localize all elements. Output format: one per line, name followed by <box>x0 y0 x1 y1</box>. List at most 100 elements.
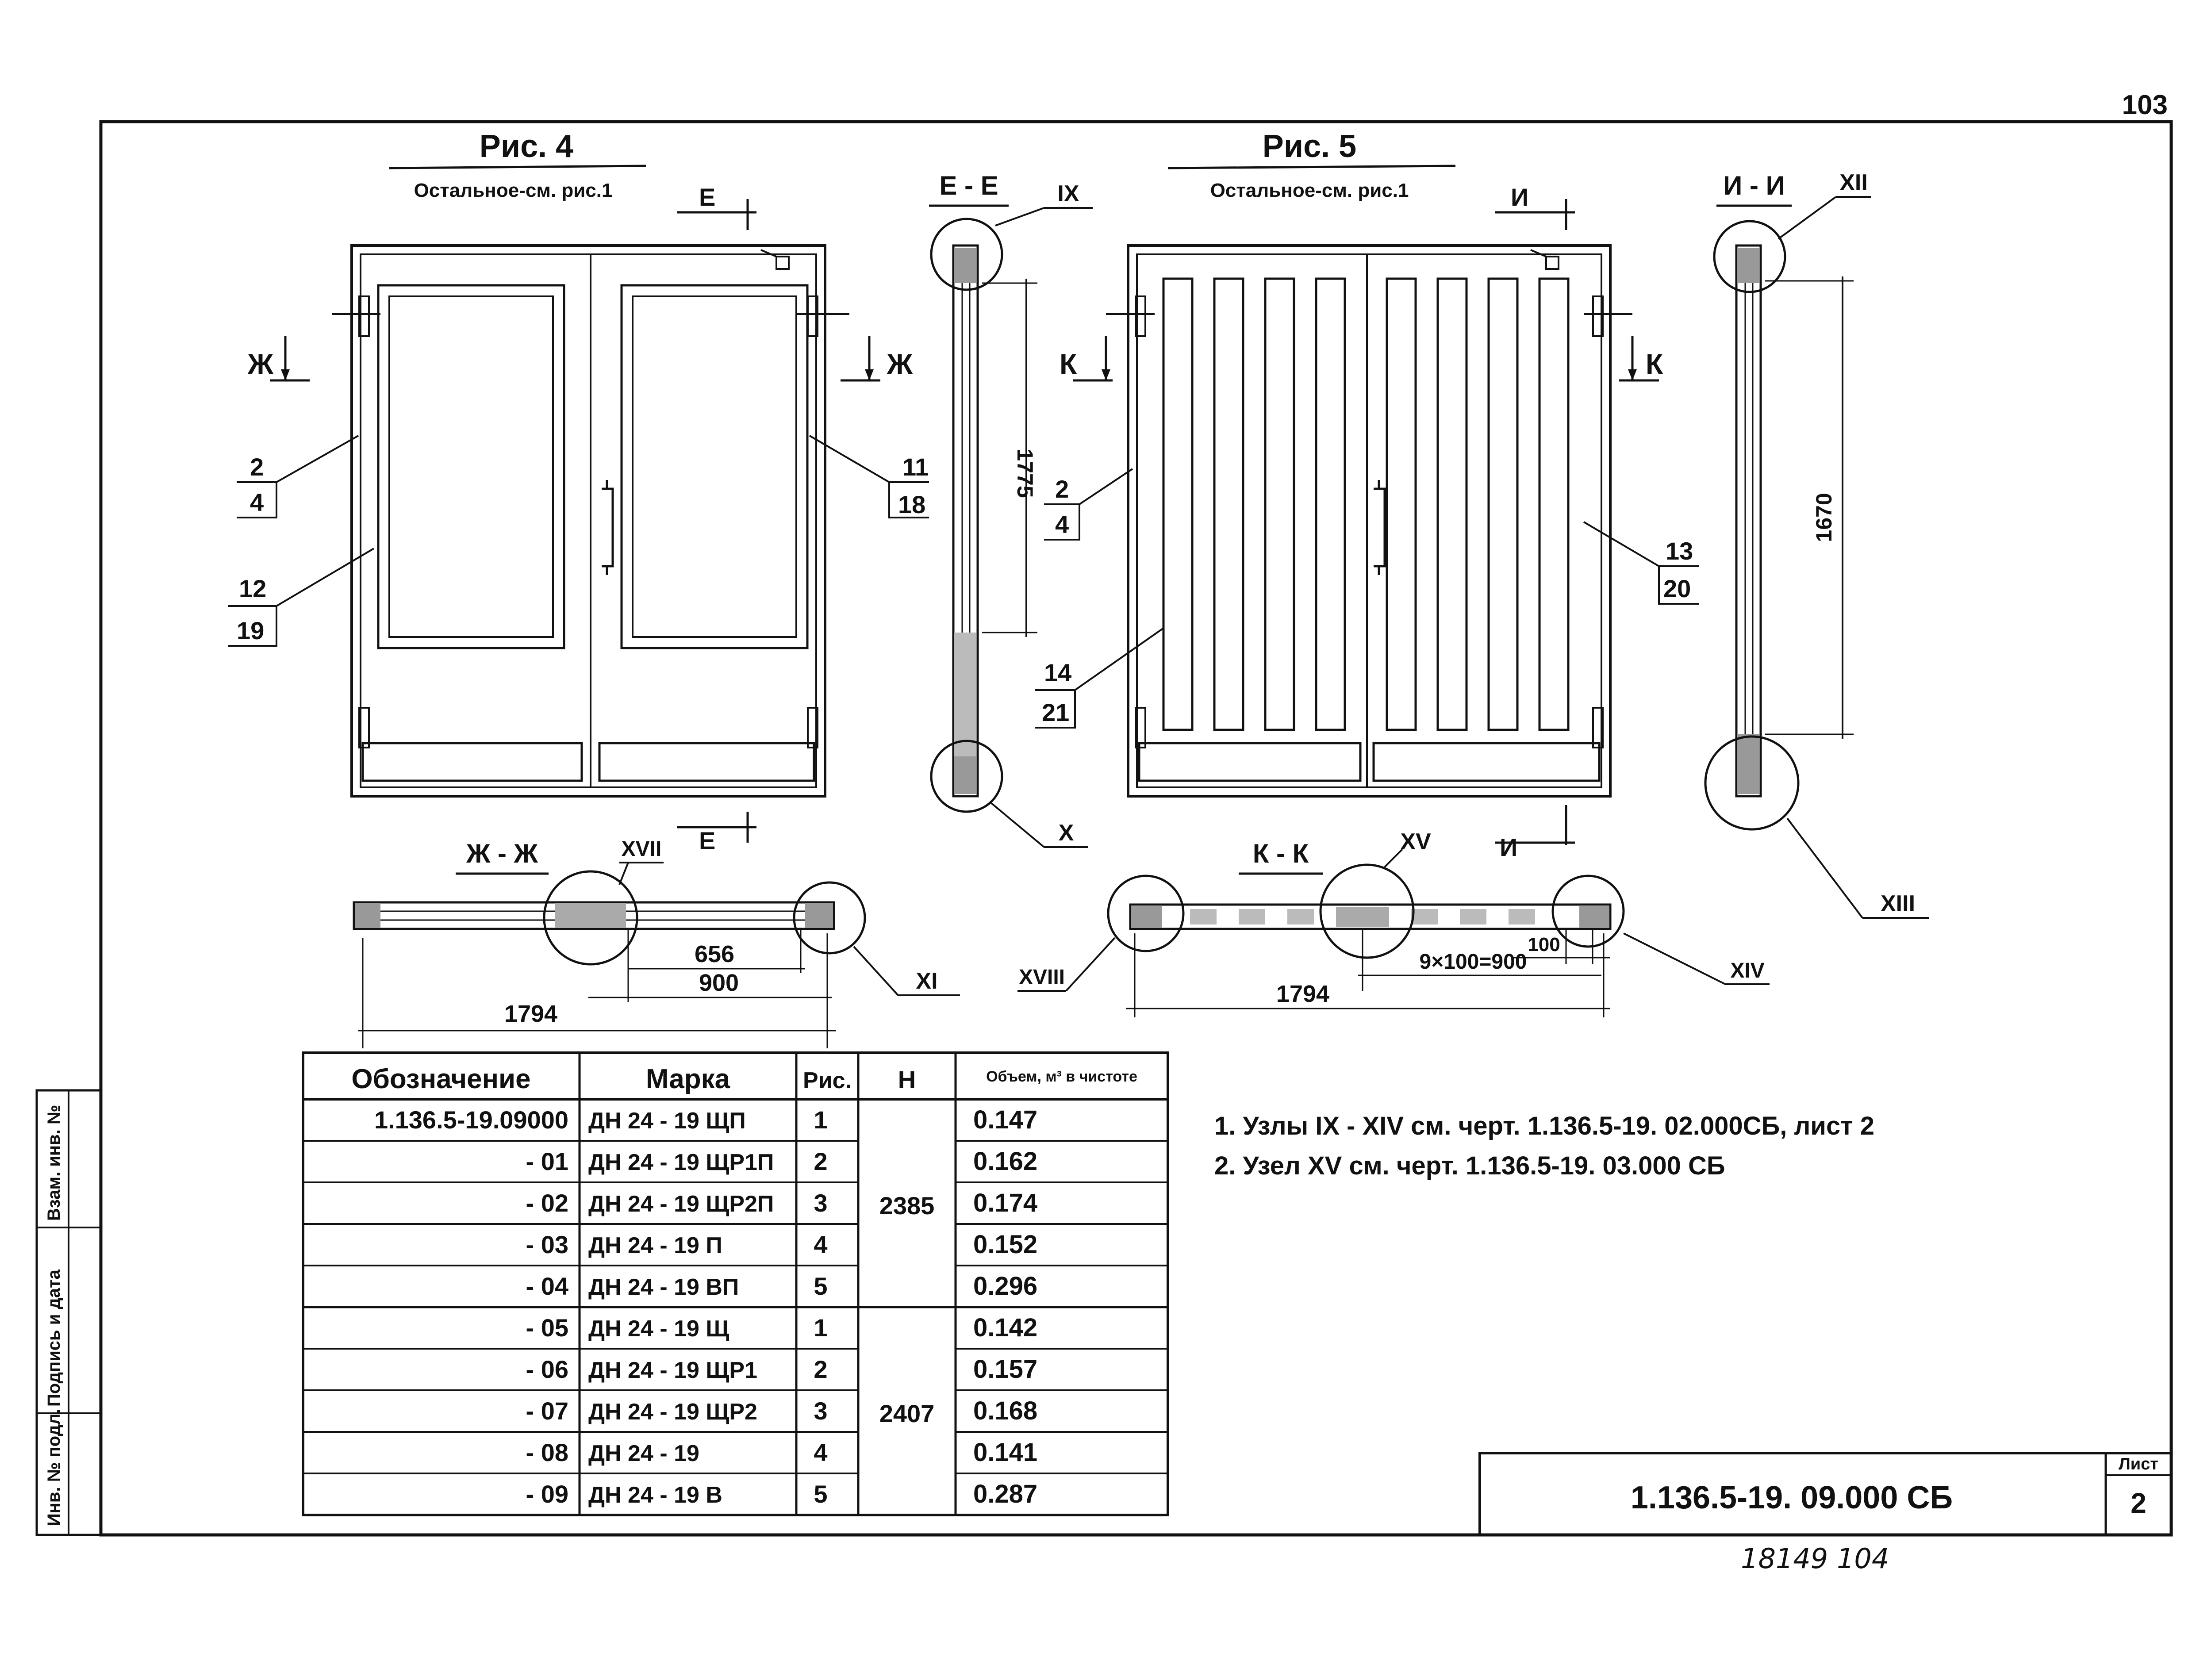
callout-fig4-lb-top: 12 <box>239 575 266 602</box>
cell-mark: ДН 24 - 19 ВП <box>588 1274 739 1300</box>
title-block-sheet-label: Лист <box>2119 1455 2158 1473</box>
callout-fig4-r-bottom: 18 <box>898 491 925 518</box>
dim-ii-1670: 1670 <box>1812 493 1836 542</box>
table-header-fig: Рис. <box>803 1068 852 1093</box>
cell-mark: ДН 24 - 19 ЩП <box>588 1108 746 1134</box>
node-xv: XV <box>1400 829 1431 855</box>
cell-fig: 2 <box>814 1147 827 1175</box>
title-block: 1.136.5-19. 09.000 СБ Лист 2 <box>1478 1452 2173 1536</box>
node-ix: IX <box>1057 181 1079 207</box>
table-header-volume: Объем, м³ в чистоте <box>986 1068 1137 1085</box>
dim-zh-900: 900 <box>699 970 739 996</box>
cell-fig: 2 <box>814 1355 827 1383</box>
stamp-podpis: Подпись и дата <box>44 1269 64 1407</box>
fig4-section-zh-left: Ж <box>247 348 274 380</box>
cell-fig: 5 <box>814 1480 827 1508</box>
cell-fig: 1 <box>814 1106 827 1134</box>
side-stamp: Инв. № подл. Подпись и дата Взам. инв. № <box>35 1089 102 1536</box>
cell-volume: 0.142 <box>973 1313 1037 1342</box>
table-h-group1: 2385 <box>879 1192 935 1220</box>
dim-k-100: 100 <box>1528 934 1560 955</box>
fig5-section-i-top: И <box>1511 183 1528 211</box>
dim-ee-1775: 1775 <box>1013 449 1037 498</box>
node-xiv: XIV <box>1730 959 1764 982</box>
dim-zh-656: 656 <box>695 941 734 967</box>
fig4-section-zh-right: Ж <box>887 348 913 380</box>
fig4-title: Рис. 4 <box>480 129 573 164</box>
cell-designation: - 08 <box>526 1438 569 1466</box>
cell-mark: ДН 24 - 19 Щ <box>588 1316 729 1342</box>
cell-fig: 3 <box>814 1397 827 1425</box>
section-zh-zh: Ж - Ж XVII XI 656 900 1794 <box>353 837 960 1048</box>
fig4-note: Остальное-см. рис.1 <box>414 180 613 201</box>
cell-designation: - 07 <box>526 1397 569 1425</box>
callout-fig5-lt-bottom: 4 <box>1055 510 1069 538</box>
section-e-e: Е - Е 1775 IX X <box>929 171 1093 848</box>
cell-mark: ДН 24 - 19 ЩР2 <box>588 1399 757 1425</box>
cell-volume: 0.162 <box>973 1147 1037 1176</box>
section-i-i: И - И 1670 XII XIII <box>1704 170 1929 919</box>
cell-mark: ДН 24 - 19 <box>588 1441 699 1466</box>
cell-designation: - 03 <box>526 1231 569 1258</box>
note-1: 1. Узлы IX - XIV см. черт. 1.136.5-19. 0… <box>1214 1112 1874 1140</box>
cell-mark: ДН 24 - 19 ЩР1П <box>588 1150 774 1175</box>
fig5-note: Остальное-см. рис.1 <box>1210 180 1409 201</box>
node-xi: XI <box>916 968 937 994</box>
cell-volume: 0.157 <box>973 1355 1037 1384</box>
note-2: 2. Узел XV см. черт. 1.136.5-19. 03.000 … <box>1214 1151 1725 1180</box>
fig5-section-k-left: К <box>1060 348 1077 380</box>
cell-fig: 4 <box>814 1438 827 1466</box>
cell-designation: - 04 <box>526 1272 569 1300</box>
section-k-k-title: К - К <box>1253 839 1309 868</box>
table-row: - 04 ДН 24 - 19 ВП 5 0.296 <box>526 1272 1038 1300</box>
cell-designation: - 06 <box>526 1355 569 1383</box>
figure-5: Рис. 5 Остальное-см. рис.1 <box>1035 129 1699 861</box>
table-row: - 06 ДН 24 - 19 ЩР1 2 0.157 <box>526 1355 1038 1384</box>
callout-fig4-r-top: 11 <box>902 453 929 481</box>
callout-fig5-r-bottom: 20 <box>1663 575 1691 602</box>
table-header-mark: Марка <box>646 1064 730 1094</box>
cell-mark: ДН 24 - 19 ЩР1 <box>588 1358 757 1383</box>
callout-fig4-lt-bottom: 4 <box>250 488 264 516</box>
spec-table: Обозначение Марка Рис. Н Объем, м³ в чис… <box>302 1051 1169 1516</box>
cell-volume: 0.147 <box>973 1105 1037 1134</box>
cell-fig: 5 <box>814 1272 827 1300</box>
stamp-inv-podl: Инв. № подл. <box>44 1409 64 1526</box>
callout-fig5-r-top: 13 <box>1666 537 1693 565</box>
table-row-lines <box>303 1140 1168 1474</box>
cell-fig: 3 <box>814 1189 827 1217</box>
cell-volume: 0.287 <box>973 1480 1037 1508</box>
table-row: - 07 ДН 24 - 19 ЩР2 3 0.168 <box>526 1396 1038 1425</box>
section-e-e-title: Е - Е <box>939 171 998 200</box>
node-xvii: XVII <box>622 837 662 861</box>
callout-fig5-lb-top: 14 <box>1044 659 1071 687</box>
page-number: 103 <box>2122 90 2168 120</box>
notes: 1. Узлы IX - XIV см. черт. 1.136.5-19. 0… <box>1214 1112 1874 1180</box>
callout-fig4-lt-top: 2 <box>250 453 264 481</box>
cell-fig: 4 <box>814 1231 827 1258</box>
section-i-i-title: И - И <box>1723 171 1785 200</box>
section-zh-zh-title: Ж - Ж <box>466 839 538 868</box>
section-k-k: К - К XV XVIII XIV 100 9×100=900 <box>1017 829 1770 1017</box>
fig5-title: Рис. 5 <box>1263 129 1356 164</box>
handwritten-note: 18149 104 <box>1741 1542 1889 1575</box>
stamp-vzam: Взам. инв. № <box>44 1105 64 1221</box>
table-header-designation: Обозначение <box>351 1064 530 1094</box>
node-xii: XII <box>1839 170 1868 196</box>
cell-mark: ДН 24 - 19 ЩР2П <box>588 1191 774 1217</box>
node-x: X <box>1059 820 1074 846</box>
dim-k-9x100: 9×100=900 <box>1420 950 1527 974</box>
cell-designation: - 09 <box>526 1480 569 1508</box>
cell-fig: 1 <box>814 1314 827 1342</box>
fig5-section-k-right: К <box>1646 348 1663 380</box>
cell-volume: 0.168 <box>973 1396 1037 1425</box>
title-block-sheet-number: 2 <box>2131 1487 2146 1519</box>
table-h-group2: 2407 <box>879 1400 935 1427</box>
cell-designation: 1.136.5-19.09000 <box>374 1106 568 1134</box>
cell-volume: 0.296 <box>973 1272 1037 1300</box>
